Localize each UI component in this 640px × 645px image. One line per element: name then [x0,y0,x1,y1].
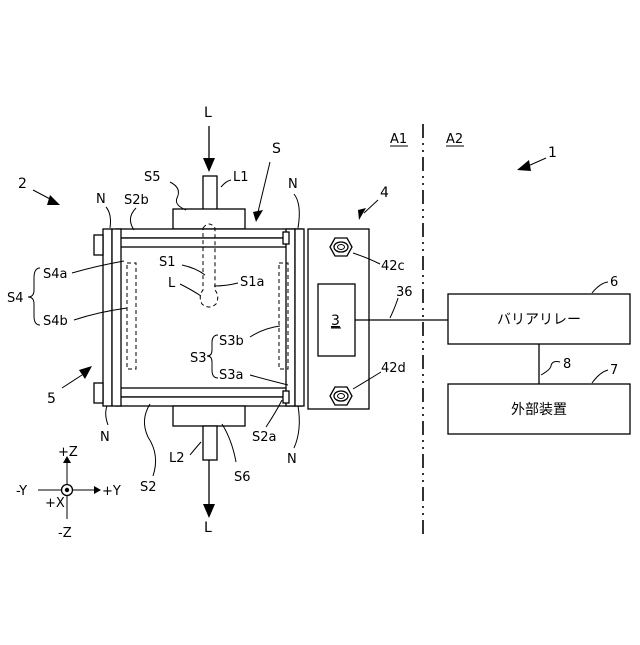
label-7: 7 [610,363,618,378]
label-L2: L2 [169,451,185,466]
leader-36 [390,298,398,318]
arrowhead-1 [517,160,531,171]
leader-8 [541,362,560,376]
rod-L1 [203,176,217,210]
axis-plus-x: +X [45,496,65,511]
leader-S1 [182,265,205,275]
load-arrow-bottom-head [203,504,215,518]
arrowhead-2 [47,195,60,205]
leader-L2 [190,442,201,455]
label-S4a: S4a [43,267,68,282]
relay-label: バリアリレー [497,312,581,328]
label-N-tr: N [288,177,298,192]
leader-S5 [170,182,186,210]
tab-left-top [94,235,103,255]
leader-7 [592,370,608,383]
arrowhead-5 [79,366,92,379]
label-L-top: L [204,105,212,121]
leader-5 [62,375,82,388]
arrowhead-S [253,210,263,222]
bolt-42d [330,387,352,405]
label-S2a: S2a [252,430,277,445]
bar-bottom-inner [116,388,302,397]
label-S1a: S1a [240,275,265,290]
axis-plus-y: +Y [102,484,121,499]
brace-S4 [28,268,40,325]
bar-bottom-outer [116,397,302,406]
axis-plus-z: +Z [58,445,78,460]
axis-minus-z: -Z [58,526,72,541]
label-42d: 42d [381,361,406,376]
label-S3a: S3a [219,368,244,383]
label-L1: L1 [233,170,249,185]
label-N-bl: N [100,430,110,445]
label-N-br: N [287,452,297,467]
label-S1: S1 [159,255,176,270]
leader-N-tl [106,207,111,228]
label-3: 3 [331,313,340,329]
label-S2: S2 [140,480,157,495]
bar-top-outer [116,229,302,238]
leader-4 [364,200,378,213]
label-S: S [272,141,281,157]
leader-6 [592,282,608,293]
gauge-S4-dashed [127,263,136,369]
label-S5: S5 [144,170,161,185]
leader-N-tr [294,194,299,228]
label-5: 5 [47,391,56,407]
block-S5 [173,209,245,229]
label-L-bottom: L [204,520,212,536]
block-S6 [173,406,245,426]
external-label: 外部装置 [511,402,567,418]
label-6: 6 [610,275,618,290]
label-S4b: S4b [43,314,68,329]
pillar-right-inner [286,229,295,406]
corner-block-tr [283,232,289,244]
label-A1: A1 [390,132,407,147]
label-A2: A2 [446,132,463,147]
label-S6: S6 [234,470,251,485]
pillar-right-outer [295,229,304,406]
leader-S [258,162,270,212]
axis-minus-y: -Y [16,484,27,499]
brace-S3 [207,335,218,378]
leader-S6 [222,424,236,462]
leader-L1 [221,180,231,187]
leader-N-bl [106,406,108,425]
leader-S1a [214,283,238,286]
bolt-42c [330,238,352,256]
pillar-left-outer [103,229,112,406]
label-36: 36 [396,285,413,300]
leader-1 [528,158,546,166]
bar-top-inner [116,238,302,247]
label-1: 1 [548,145,557,161]
label-4: 4 [380,185,389,201]
leader-S3b [250,326,280,337]
label-N-tl: N [96,192,106,207]
arrowhead-4 [358,208,366,220]
label-2: 2 [18,176,27,192]
leader-S2 [144,404,155,476]
label-L-inner: L [168,276,176,291]
label-S3: S3 [190,351,207,366]
label-8: 8 [563,357,571,372]
leader-S2b [130,208,136,230]
corner-block-br [283,391,289,403]
leader-N-br [294,406,299,448]
pillar-left-inner [112,229,121,406]
tab-left-bottom [94,383,103,403]
leader-S3a [250,375,288,385]
leader-L-inner [180,284,201,296]
label-S2b: S2b [124,193,149,208]
label-S4: S4 [7,291,24,306]
label-S3b: S3b [219,334,244,349]
rod-L2 [203,426,217,460]
load-arrow-top-head [203,158,215,172]
label-42c: 42c [381,259,405,274]
